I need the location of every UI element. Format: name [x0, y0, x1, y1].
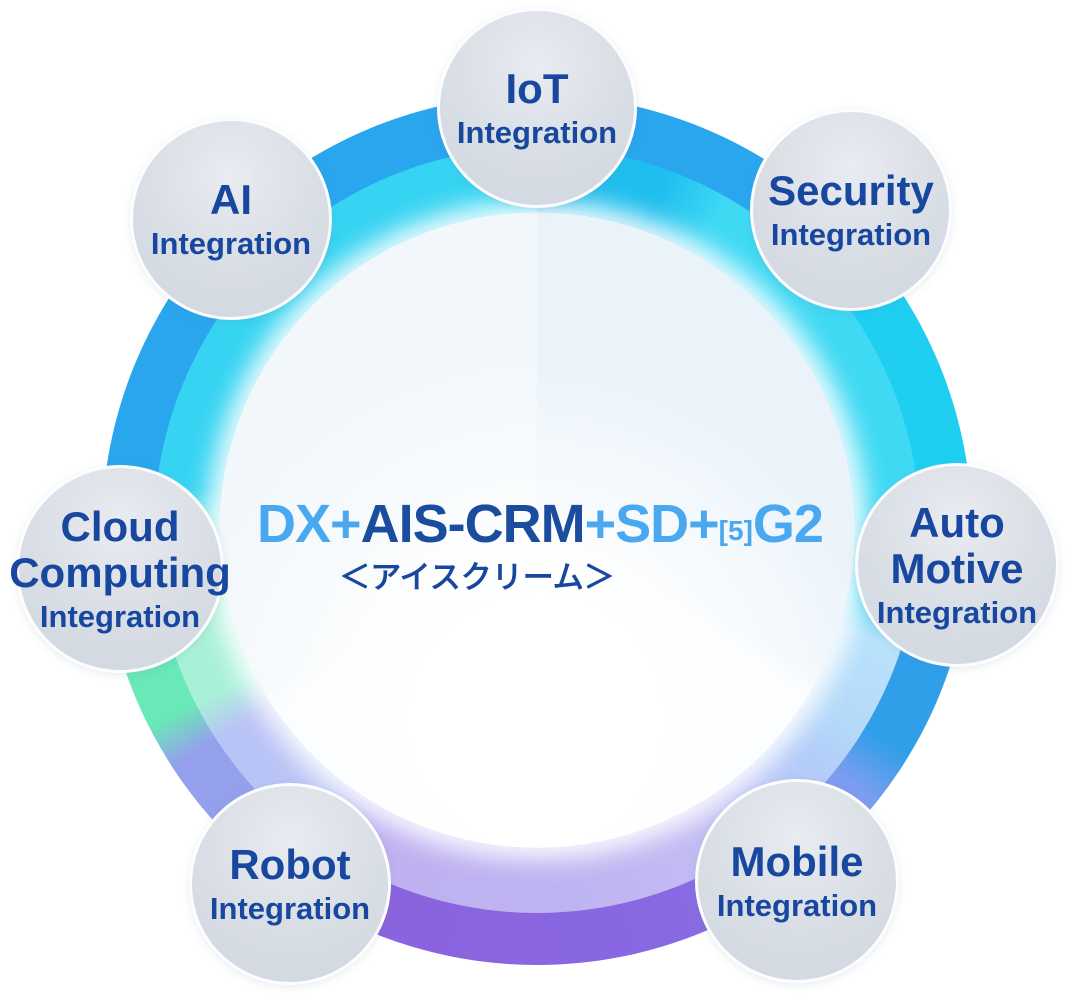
satellite-cloud-title-line2: Computing	[9, 548, 231, 596]
formula-segment-5: [5]	[718, 515, 753, 546]
center-subtitle-japanese: ＜アイスクリーム＞	[339, 560, 615, 595]
formula-segment-aiscrm: AIS-CRM	[360, 494, 586, 554]
satellite-cloud-subtitle: Integration	[39, 598, 201, 634]
satellite-security-subtitle: Integration	[770, 216, 932, 252]
satellite-iot-title: IoT	[505, 64, 569, 112]
core-circle	[219, 212, 855, 848]
satellite-mobile-subtitle: Integration	[716, 887, 878, 923]
satellite-ai-subtitle: Integration	[150, 225, 312, 261]
satellite-automotive-title-line2: Motive	[890, 544, 1024, 592]
satellite-ai: AI Integration	[130, 118, 332, 320]
satellite-robot-title: Robot	[229, 840, 351, 888]
satellite-iot-subtitle: Integration	[456, 114, 618, 150]
satellite-iot: IoT Integration	[437, 8, 637, 208]
satellite-automotive-title-line1: Auto	[909, 498, 1005, 546]
satellite-mobile: Mobile Integration	[695, 779, 899, 983]
satellite-robot-subtitle: Integration	[209, 890, 371, 926]
center-formula: DX+AIS-CRM+SD+[5]G2	[12, 496, 1068, 561]
satellite-automotive-subtitle: Integration	[876, 594, 1038, 630]
satellite-cloud-computing: Cloud Computing Integration	[9, 465, 231, 673]
formula-segment-dx: DX+	[257, 494, 362, 554]
satellite-ai-title: AI	[210, 175, 252, 223]
satellite-cloud-title-line1: Cloud	[60, 502, 180, 550]
formula-segment-g2: G2	[752, 494, 824, 554]
satellite-security: Security Integration	[750, 109, 952, 311]
satellite-automotive: Auto Motive Integration	[855, 463, 1059, 667]
satellite-mobile-title: Mobile	[730, 837, 864, 885]
satellite-robot: Robot Integration	[189, 783, 391, 985]
formula-segment-sd: +SD+	[584, 494, 720, 554]
satellite-security-title: Security	[768, 166, 934, 214]
